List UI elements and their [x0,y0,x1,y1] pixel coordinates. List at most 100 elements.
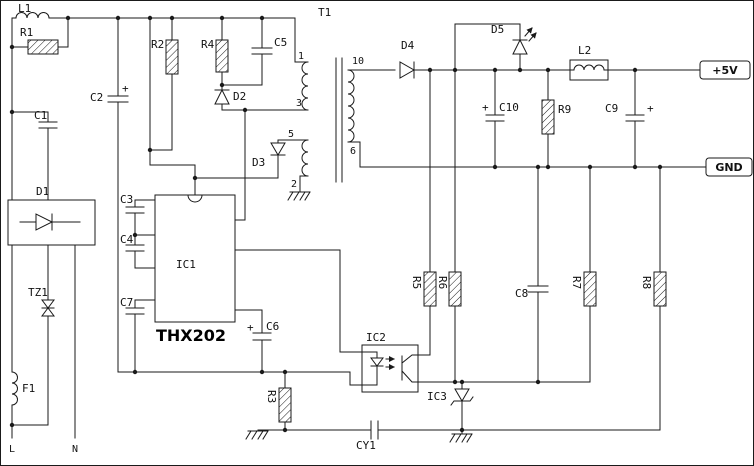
diode-D3-label: D3 [252,156,265,169]
diode-symbol [270,142,286,156]
resistor-R2: R2 [151,38,179,75]
capacitor-plates [625,114,645,122]
resist or-R7: R7 [570,271,597,307]
capacitor-C9-label: C9 [605,102,618,115]
pin-5-label: 5 [288,129,294,140]
shunt-regulator-IC3: IC3 [427,388,474,406]
capacitor-C6-label: C6 [266,320,279,333]
output-terminal-gnd: GND [705,157,753,177]
junction-dots [9,15,663,433]
diode-D3: D3 [252,142,286,169]
resistor-body [27,39,59,55]
tvs-symbol [41,299,55,317]
ic-notch [187,194,203,203]
capacitor-plates [107,95,129,103]
capacitor-C5: C5 [251,36,287,55]
pin-1-label: 1 [298,51,304,62]
transformer-core [335,57,343,183]
capacitor-C2-label: C2 [90,91,103,104]
capacitor-C7: C7 [120,296,145,315]
capacitor-C8: C8 [515,285,549,300]
capacitor-C10-label: C10 [499,101,519,114]
inductor-L2-label: L2 [578,44,591,57]
fuse-coil [11,371,18,406]
capacitor-plates [125,307,145,315]
capacitor-plates [251,47,273,55]
capacitor-plates [527,285,549,293]
diode-D4: D4 [399,39,416,79]
polarity-plus: + [247,321,254,334]
resistor-body [653,271,667,307]
pin-10-label: 10 [352,56,364,67]
led-symbol [512,38,528,55]
tvs-TZ1-label: TZ1 [28,286,48,299]
aux-winding [301,139,309,177]
secondary-winding [347,69,355,143]
ic-IC1: IC1 THX202 [154,194,236,345]
capacitor-CY1: CY1 [356,420,379,452]
opto-transistor [401,354,419,383]
transformer-T1: T1 1 3 5 2 10 6 [288,6,364,190]
capacitor-CY1-label: CY1 [356,439,376,452]
terminal-tag [705,157,753,177]
capacitor-C1: C1 [34,109,58,129]
resistor-body [215,39,229,73]
resistor-R9: R9 [541,99,571,135]
led-emission-arrow [528,32,537,42]
resistor-R4: R4 [201,38,229,73]
terminal-5v-label: +5V [712,64,738,77]
polarity-plus: + [647,102,654,115]
capacitor-C3-label: C3 [120,193,133,206]
resistor-body [278,387,292,423]
capacitor-C3: C3 [120,193,145,214]
diode-symbol [399,61,416,79]
resistor-R5-label: R5 [410,276,423,289]
terminal-tag [699,60,751,80]
opto-led [361,351,384,386]
resistor-R2-label: R2 [151,38,164,51]
fuse-F1-label: F1 [22,382,35,395]
capacitor-plates [125,206,145,214]
resistor-R1-label: R1 [20,26,33,39]
pin-2-label: 2 [291,179,297,190]
tvs-TZ1: TZ1 [28,286,55,317]
ic-IC1-part-number: THX202 [156,326,226,345]
capacitor-C4: C4 [120,233,145,252]
resistor-body [583,271,597,307]
polarity-plus: + [482,101,489,114]
shunt-IC3-label: IC3 [427,390,447,403]
resistor-R5: R5 [410,271,437,307]
diode-D2-label: D2 [233,90,246,103]
resistor-body [423,271,437,307]
resistor-R6: R6 [436,271,462,307]
capacitor-plates [125,244,145,252]
capacitor-plates [370,420,379,440]
diode-D4-label: D4 [401,39,415,52]
optocoupler-IC2: IC2 [361,331,419,393]
resistor-R1: R1 [20,26,59,55]
resistor-body [448,271,462,307]
capacitor-C5-label: C5 [274,36,287,49]
resistor-body [541,99,555,135]
capacitor-C2: C2 + [90,82,129,104]
diode-symbol [35,213,54,231]
resistor-R4-label: R4 [201,38,215,51]
diode-symbol [214,88,230,105]
terminal-gnd-label: GND [715,161,742,174]
inductor-box [569,59,609,81]
diode-D2: D2 [214,88,246,105]
transformer-T1-label: T1 [318,6,331,19]
terminal-neutral-label: N [72,444,78,455]
resistor-R3-label: R3 [265,390,278,403]
led-D5: D5 [491,23,537,55]
capacitor-C8-label: C8 [515,287,528,300]
inductor-L1-label: L1 [18,2,31,15]
capacitor-plates [38,121,58,129]
resistor-R7-label: R7 [570,276,583,289]
capacitor-C4-label: C4 [120,233,134,246]
fuse-F1: F1 [11,371,35,406]
led-emission-arrow [524,27,533,37]
inductor-L1: L1 [15,2,50,19]
